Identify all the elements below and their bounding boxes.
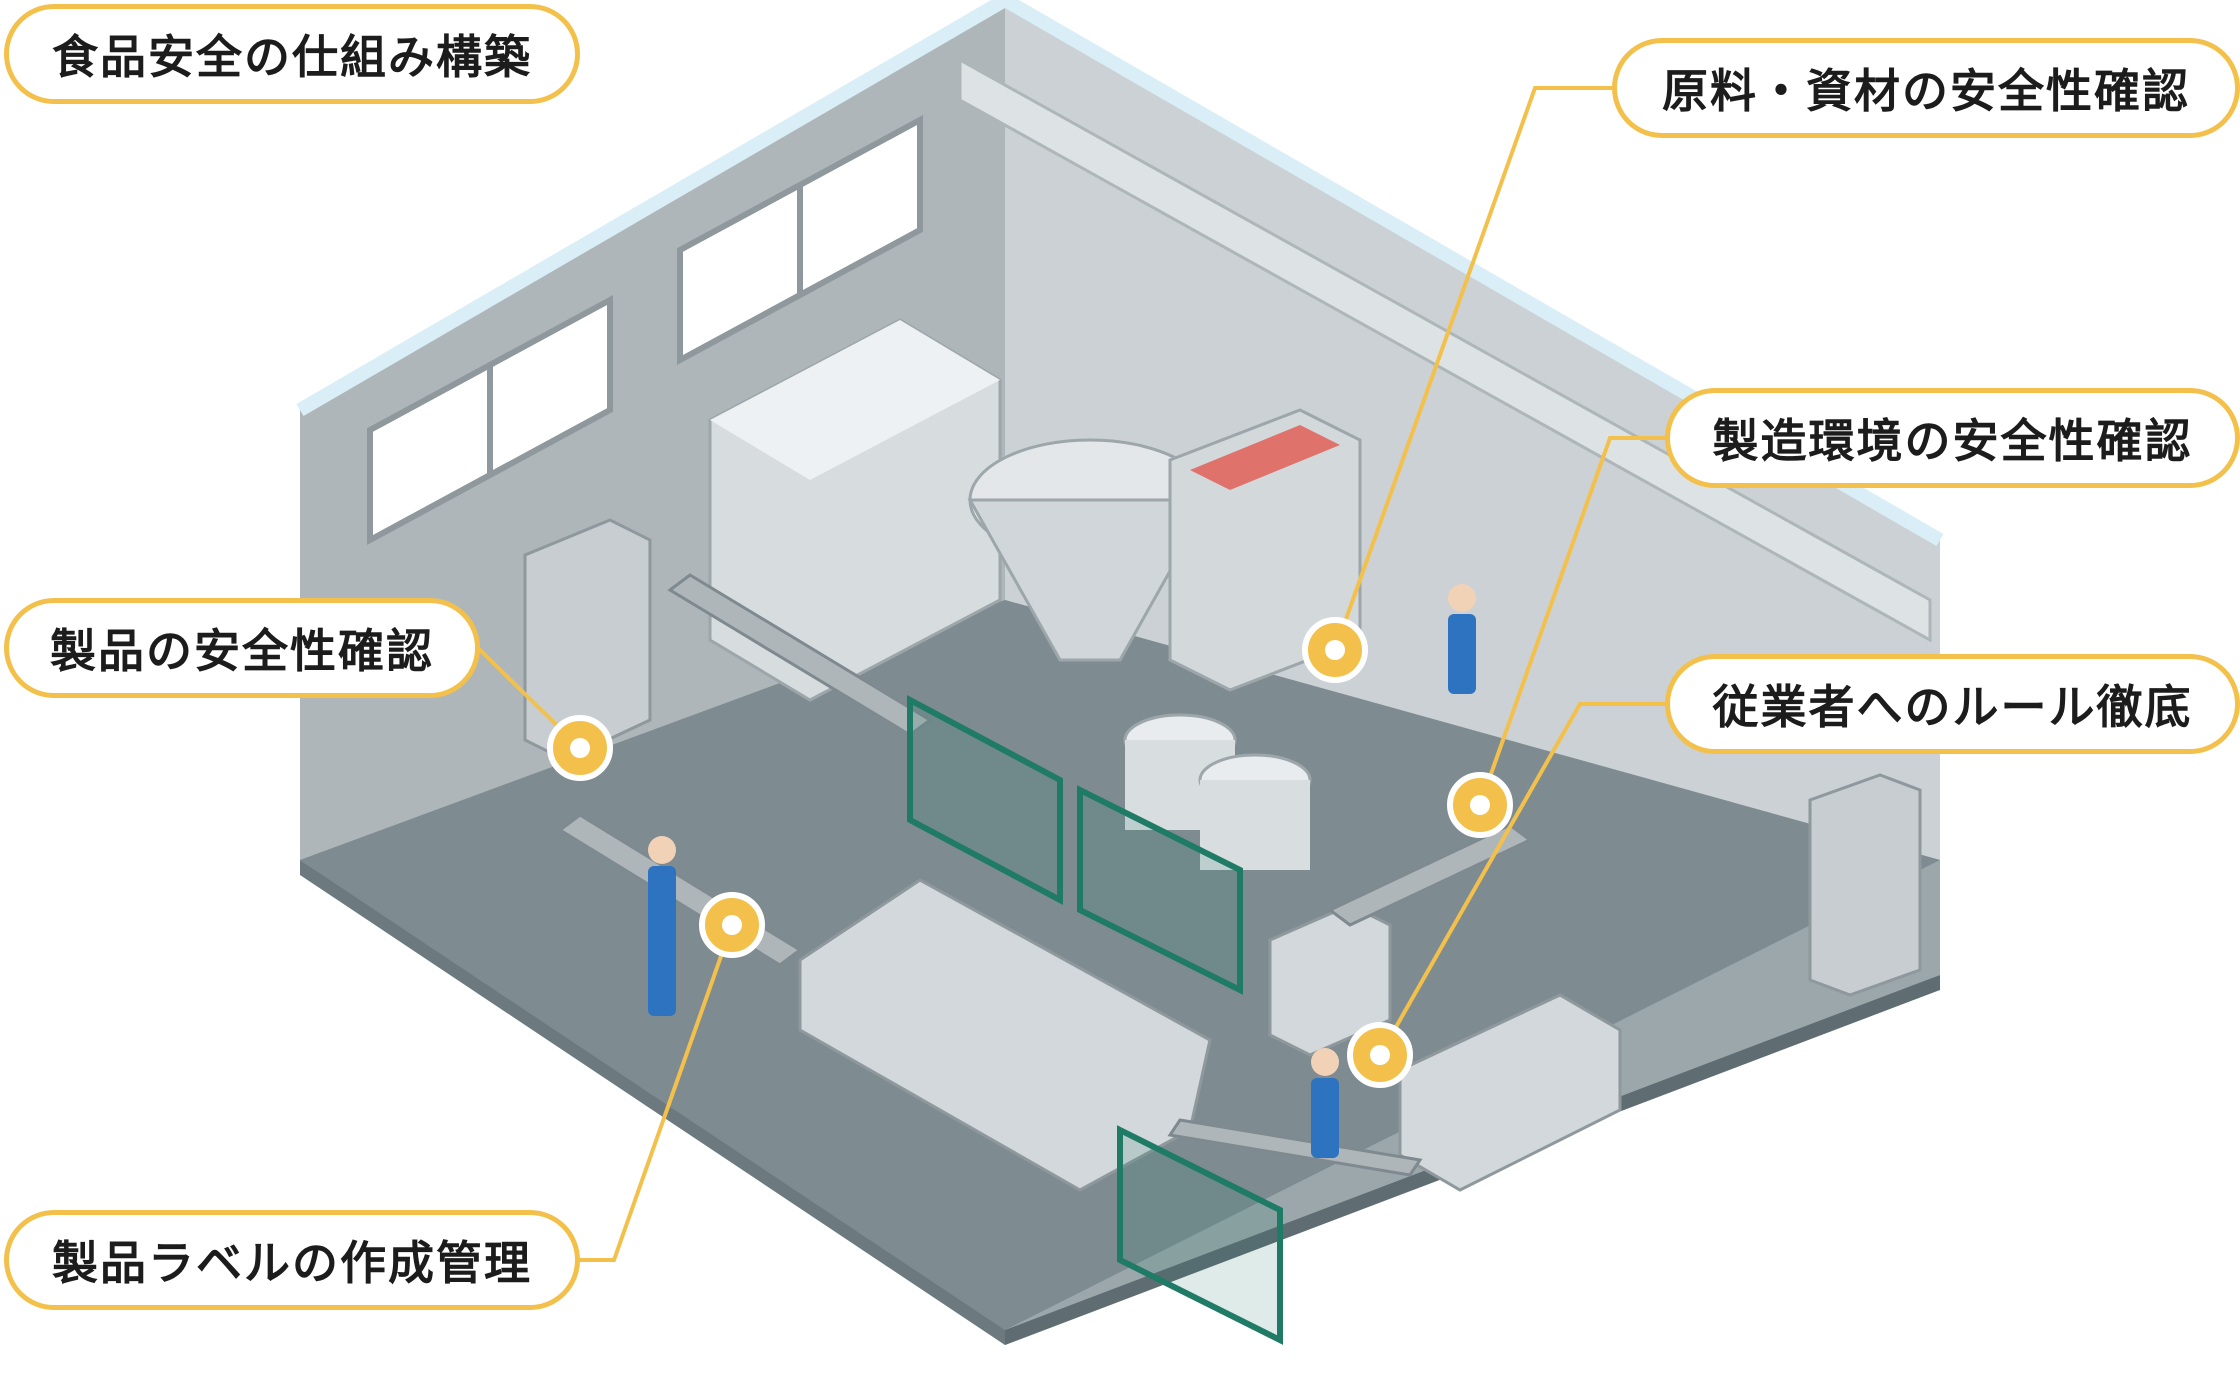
title-label: 食品安全の仕組み構築 — [4, 4, 580, 104]
ceiling-duct — [958, 57, 1932, 643]
machinery — [523, 318, 1922, 1192]
marker-raw-materials — [1302, 617, 1368, 683]
callout-markers — [547, 617, 1513, 1088]
label-environment: 製造環境の安全性確認 — [1665, 388, 2240, 488]
callout-lines — [440, 86, 1680, 1262]
label-raw-materials: 原料・資材の安全性確認 — [1612, 38, 2240, 138]
label-label-management: 製品ラベルの作成管理 — [4, 1210, 580, 1310]
label-employees: 従業者へのルール徹底 — [1665, 654, 2240, 754]
marker-environment — [1447, 772, 1513, 838]
worker — [1311, 1048, 1339, 1158]
label-product: 製品の安全性確認 — [4, 598, 480, 698]
worker — [1448, 584, 1476, 694]
workers — [648, 584, 1476, 1158]
marker-employees — [1347, 1022, 1413, 1088]
marker-label-management — [699, 892, 765, 958]
worker — [648, 836, 676, 1016]
conveyors — [557, 573, 1533, 1177]
windows — [367, 114, 923, 546]
marker-product — [547, 715, 613, 781]
safety-fences — [907, 695, 1283, 1345]
